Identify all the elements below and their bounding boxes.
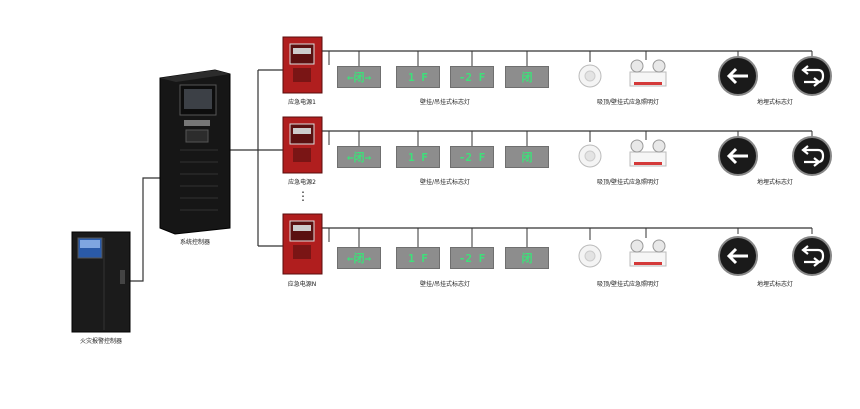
floor-uturn-sign-row-2 <box>792 136 832 176</box>
label-power-n: 应急电源N <box>287 281 317 288</box>
exit-sign-row-3: ←闭→ <box>337 247 381 269</box>
label-ceiling-sign-row-1: 壁挂/吊挂式标志灯 <box>419 99 471 106</box>
label-ceiling-sign-row-2: 壁挂/吊挂式标志灯 <box>419 179 471 186</box>
label-ceiling-sign-row-3: 壁挂/吊挂式标志灯 <box>419 281 471 288</box>
emergency-power-2 <box>282 116 323 174</box>
label-emergency-light-row-3: 吸顶/壁挂式应急照明灯 <box>596 281 660 288</box>
emergency-power-n <box>282 213 323 275</box>
exit-sign-row-2: ←闭→ <box>337 146 381 168</box>
floor-uturn-sign-row-1 <box>792 56 832 96</box>
floor-minus2f-sign-row-3: -2 F <box>450 247 494 269</box>
twin-spot-light-row-2 <box>629 139 667 167</box>
label-emergency-light-row-2: 吸顶/壁挂式应急照明灯 <box>596 179 660 186</box>
label-fire-alarm-controller: 火灾报警控制器 <box>79 338 123 345</box>
label-system-controller: 系统控制器 <box>179 239 211 246</box>
label-floor-sign-row-1: 地埋式标志灯 <box>756 99 794 106</box>
system-controller <box>159 69 231 235</box>
closed-sign-row-2: 闭 <box>505 146 549 168</box>
label-power-2: 应急电源2 <box>288 179 316 186</box>
twin-spot-light-row-3 <box>629 239 667 267</box>
floor-minus2f-sign-row-2: -2 F <box>450 146 494 168</box>
label-emergency-light-row-1: 吸顶/壁挂式应急照明灯 <box>596 99 660 106</box>
device-bus-row-2 <box>322 130 813 146</box>
alarm-to-controller-wire <box>130 177 160 282</box>
device-bus-row-3 <box>322 227 813 247</box>
closed-sign-row-1: 闭 <box>505 66 549 88</box>
floor-uturn-sign-row-3 <box>792 236 832 276</box>
fire-alarm-controller <box>71 231 131 333</box>
twin-spot-light-row-1 <box>629 59 667 87</box>
floor-1f-sign-row-1: 1 F <box>396 66 440 88</box>
closed-sign-row-3: 闭 <box>505 247 549 269</box>
floor-1f-sign-row-3: 1 F <box>396 247 440 269</box>
ceiling-light-row-2 <box>578 144 602 168</box>
floor-1f-sign-row-2: 1 F <box>396 146 440 168</box>
ceiling-light-row-1 <box>578 64 602 88</box>
label-floor-sign-row-2: 地埋式标志灯 <box>756 179 794 186</box>
floor-arrow-sign-row-3 <box>718 236 758 276</box>
ellipsis-marker: ⋮ <box>297 189 309 203</box>
floor-minus2f-sign-row-1: -2 F <box>450 66 494 88</box>
exit-sign-row-1: ←闭→ <box>337 66 381 88</box>
label-power-1: 应急电源1 <box>288 99 316 106</box>
label-floor-sign-row-3: 地埋式标志灯 <box>756 281 794 288</box>
floor-arrow-sign-row-1 <box>718 56 758 96</box>
ceiling-light-row-3 <box>578 244 602 268</box>
floor-arrow-sign-row-2 <box>718 136 758 176</box>
emergency-power-1 <box>282 36 323 94</box>
